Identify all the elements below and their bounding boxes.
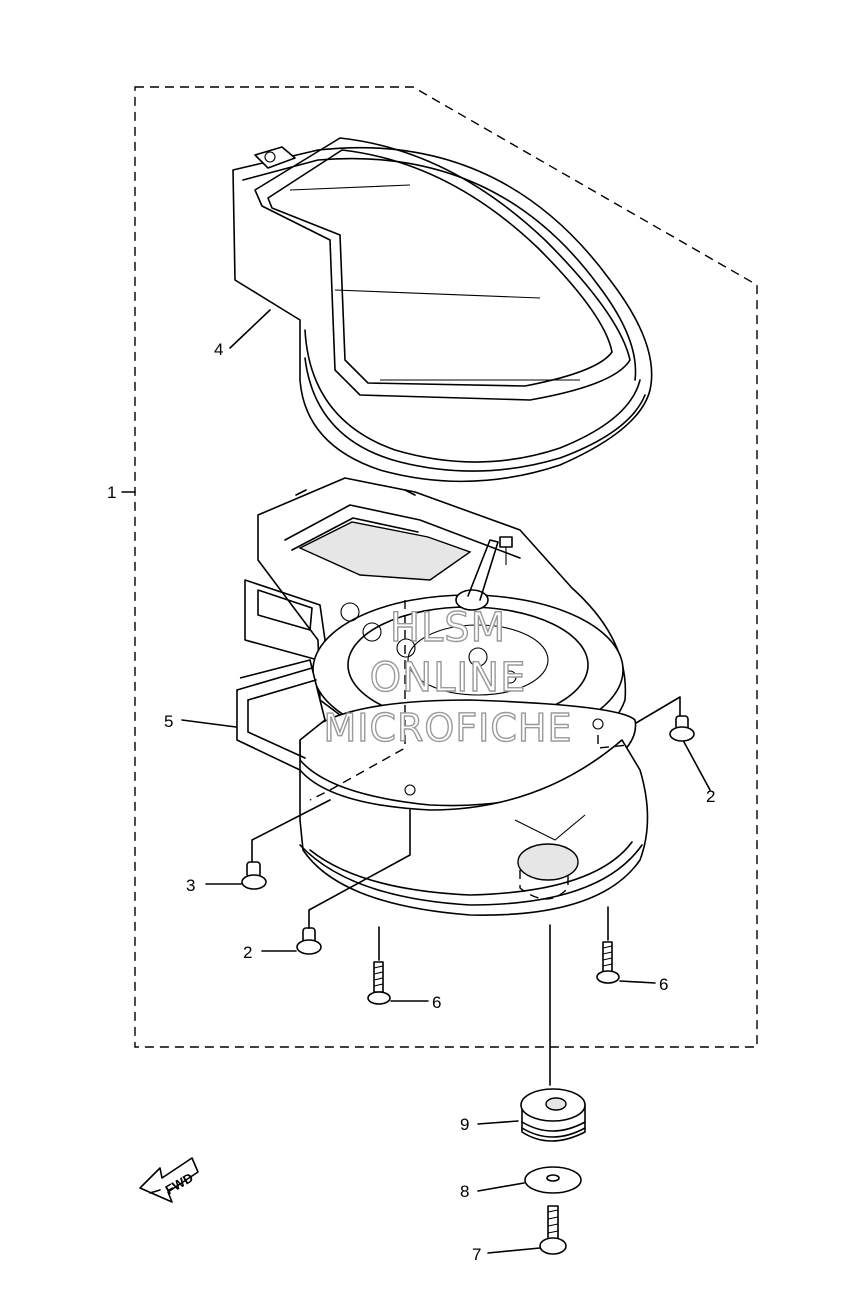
screw-7: [539, 1205, 567, 1255]
upper-case: [232, 137, 653, 483]
callout-3: 3: [186, 876, 195, 895]
grommet-2-right: [669, 715, 695, 742]
callout-1: 1: [107, 483, 116, 502]
assembly-boundary: [134, 86, 758, 1048]
watermark-line-2: ONLINE: [370, 655, 527, 701]
washer-8: [524, 1166, 582, 1194]
callout-5: 5: [164, 712, 173, 731]
callout-6-left: 6: [432, 993, 441, 1012]
callout-8: 8: [460, 1182, 469, 1201]
callout-7: 7: [472, 1245, 481, 1264]
watermark-line-1: HLSM: [390, 605, 506, 651]
callout-2-right: 2: [706, 787, 715, 806]
damper-9: [520, 1088, 586, 1142]
watermark-line-3: MICROFICHE: [323, 706, 572, 750]
base-plate: [299, 699, 637, 807]
grommet-3: [241, 861, 267, 890]
lower-case: [236, 659, 649, 916]
screw-6-right: [596, 941, 620, 984]
screw-6-left: [367, 961, 391, 1005]
callout-4: 4: [214, 340, 223, 359]
callout-2-left: 2: [243, 943, 252, 962]
fwd-arrow-icon: FWD: [139, 1157, 199, 1203]
callout-6-right: 6: [659, 975, 668, 994]
grommet-2-left: [296, 927, 322, 955]
callout-9: 9: [460, 1115, 469, 1134]
